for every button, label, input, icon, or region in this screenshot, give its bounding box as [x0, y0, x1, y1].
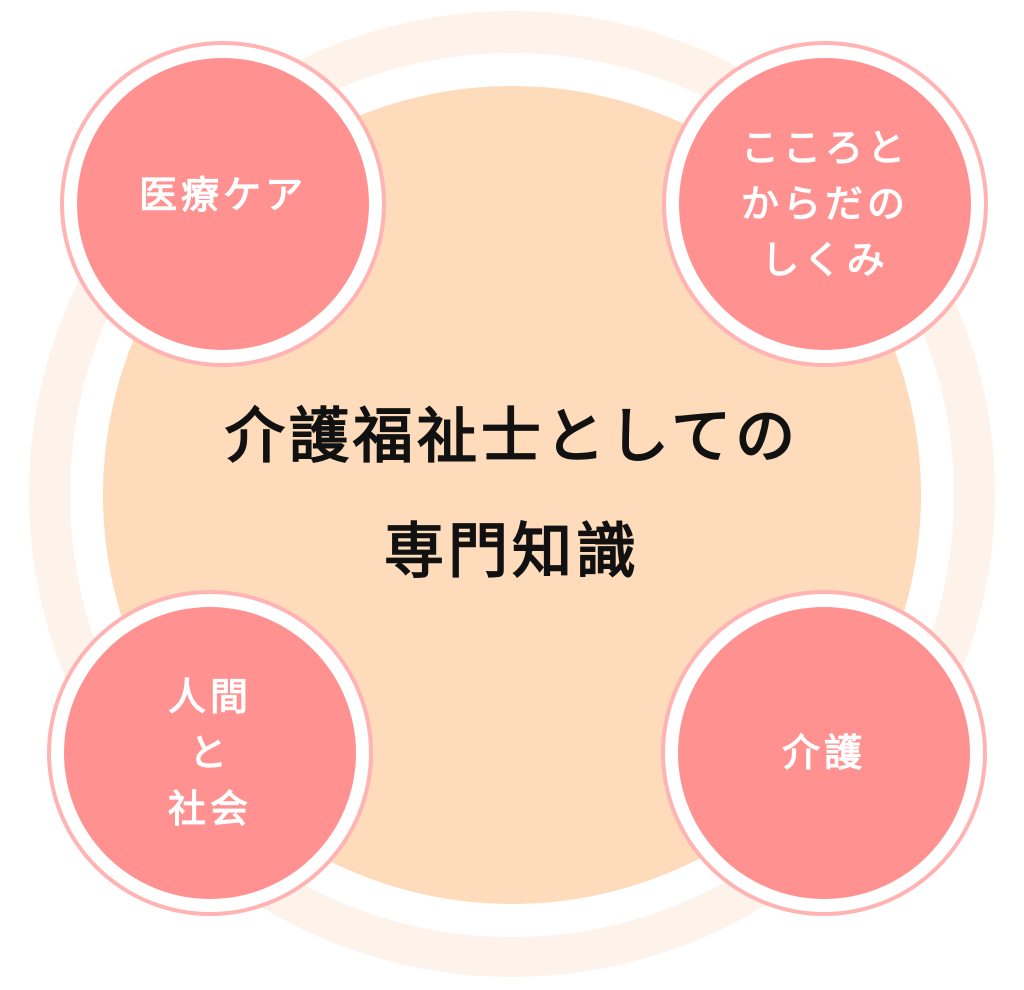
node-mind-and-body[interactable]: こころと からだの しくみ	[662, 41, 988, 367]
center-title-line-2: 専門知識	[384, 517, 640, 587]
node-label-line-1: こころと	[740, 126, 909, 170]
node-care[interactable]: 介護	[661, 590, 987, 916]
node-medical-care[interactable]: 医療ケア	[60, 41, 386, 367]
node-fill: こころと からだの しくみ	[679, 58, 971, 350]
node-ring: 人間 と 社会	[51, 594, 369, 912]
node-human-and-society[interactable]: 人間 と 社会	[47, 590, 373, 916]
node-label-line-2: からだの	[740, 182, 909, 226]
node-label-line-3: 社会	[167, 787, 252, 831]
node-ring: 介護	[665, 594, 983, 912]
node-label-line-2: と	[188, 731, 231, 775]
node-label-line-3: しくみ	[761, 238, 889, 282]
center-title-line-1: 介護福祉士としての	[224, 402, 800, 472]
node-label: 医療ケア	[138, 173, 307, 217]
node-fill: 医療ケア	[77, 58, 369, 350]
node-label: 介護	[781, 731, 866, 775]
node-label-line-1: 人間	[167, 675, 252, 719]
node-ring: こころと からだの しくみ	[666, 45, 984, 363]
node-fill: 人間 と 社会	[64, 607, 356, 899]
node-ring: 医療ケア	[64, 45, 382, 363]
node-fill: 介護	[678, 607, 970, 899]
center-title: 介護福祉士としての 専門知識	[103, 86, 921, 904]
